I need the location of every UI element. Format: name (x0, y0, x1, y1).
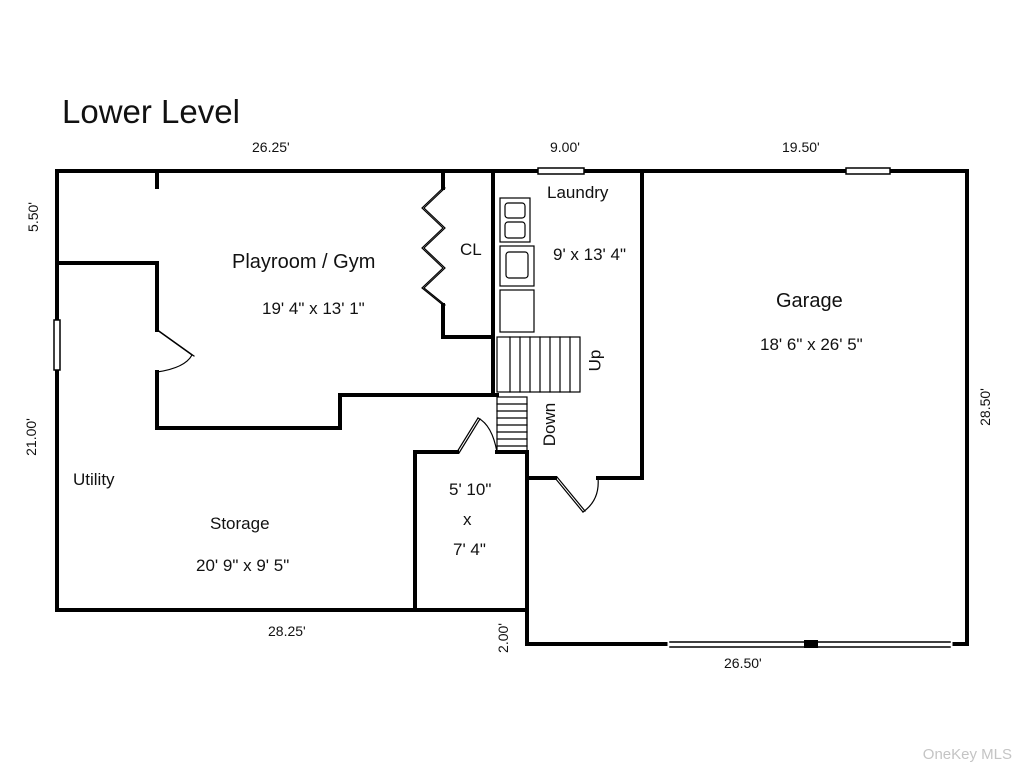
stairs-up (496, 336, 581, 393)
room-laundry-name: Laundry (547, 183, 609, 202)
room-small-size-line3: 7' 4" (453, 540, 486, 559)
page-title: Lower Level (62, 93, 240, 130)
stairs-up-label: Up (585, 349, 605, 372)
room-garage-size: 18' 6" x 26' 5" (760, 335, 863, 354)
room-laundry-size: 9' x 13' 4" (553, 245, 627, 264)
interior-walls (55, 169, 644, 612)
dimension-top-right: 19.50' (782, 139, 820, 155)
watermark: OneKey MLS (922, 746, 1012, 763)
doors (156, 187, 599, 513)
windows (53, 167, 953, 648)
dimension-top-mid: 9.00' (550, 139, 580, 155)
room-small-size-line1: 5' 10" (449, 480, 492, 499)
laundry-fixtures (499, 197, 535, 333)
dimension-bottom-right: 26.50' (724, 655, 762, 671)
room-small-size-line2: x (463, 510, 472, 529)
dimension-bottom-step: 2.00' (494, 623, 511, 653)
room-playroom-size: 19' 4" x 13' 1" (262, 299, 365, 318)
room-garage-name: Garage (776, 290, 843, 312)
room-utility-name: Utility (73, 470, 115, 489)
dimension-left-upper: 5.50' (24, 202, 41, 232)
dimension-top-left: 26.25' (252, 139, 290, 155)
dimension-left-main: 21.00' (22, 418, 39, 456)
stairs-down-label: Down (540, 402, 560, 447)
dimension-bottom-left: 28.25' (268, 623, 306, 639)
room-storage-size: 20' 9" x 9' 5" (196, 556, 290, 575)
room-playroom-name: Playroom / Gym (232, 251, 376, 273)
dimension-right: 28.50' (976, 388, 993, 426)
room-closet-name: CL (460, 240, 482, 259)
room-storage-name: Storage (210, 514, 270, 533)
stairs-down (496, 396, 528, 453)
